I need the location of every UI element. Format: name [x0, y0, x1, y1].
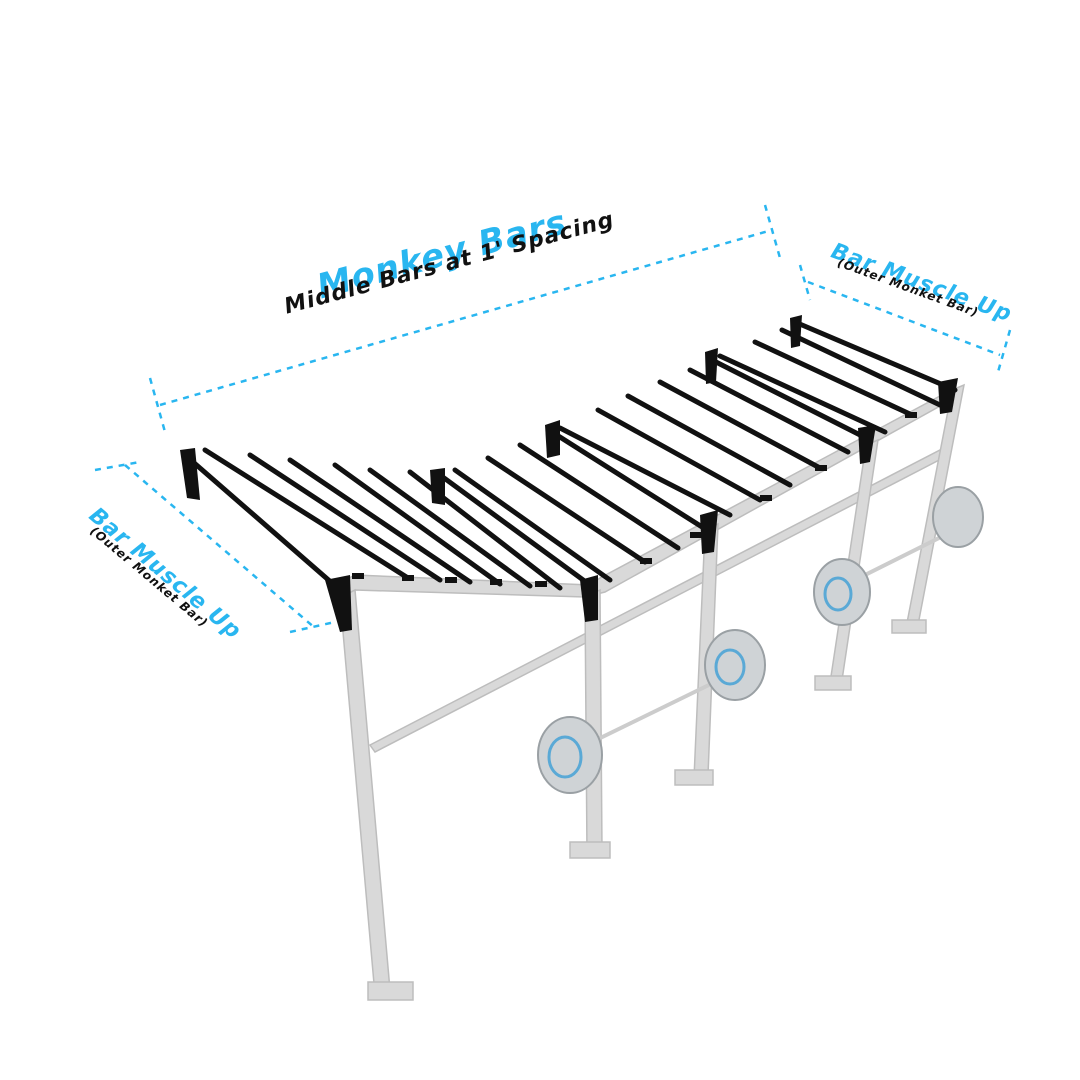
bar-rail: [752, 339, 915, 418]
rig-frame: [334, 383, 965, 1001]
bracket: [938, 378, 958, 414]
bracket: [858, 425, 876, 464]
bar-rail: [625, 393, 793, 488]
bar-rail: [549, 429, 713, 535]
weight-plate: [813, 558, 871, 626]
guide-right-muscle-up-span: [807, 280, 1001, 357]
bracket: [700, 510, 718, 554]
bracket: [545, 420, 560, 458]
bracket: [430, 468, 445, 505]
guide-left-muscle-up-right-tick: [289, 620, 336, 634]
tab: [760, 495, 772, 501]
tab: [690, 532, 702, 538]
bar-rail: [687, 367, 851, 455]
bracket: [180, 448, 200, 500]
foot-plate: [814, 675, 852, 691]
bar-rail: [779, 327, 943, 408]
tab: [352, 573, 364, 579]
tab: [640, 558, 652, 564]
bar-rail: [517, 442, 681, 551]
dimension-guides: [94, 204, 1012, 634]
bar-rail: [485, 455, 648, 565]
bar-rail: [657, 379, 823, 471]
guide-monkey-bars-right-tick: [763, 204, 782, 259]
tab: [445, 577, 457, 583]
bar-rail: [709, 357, 873, 443]
guide-left-muscle-up-left-tick: [94, 460, 141, 472]
guide-monkey-bars-left-tick: [148, 377, 167, 433]
guide-monkey-bars-span: [159, 228, 773, 407]
bar-rail: [182, 452, 343, 593]
guide-left-muscle-up-span: [124, 464, 316, 629]
bar-rail: [437, 472, 593, 588]
bar-rail: [367, 467, 533, 589]
tab: [815, 465, 827, 471]
tab: [402, 575, 414, 581]
bar-rail: [717, 353, 888, 435]
bar-rail: [557, 425, 733, 518]
bar-rail: [332, 462, 503, 587]
bar-rail: [287, 457, 473, 585]
weight-plate: [932, 486, 984, 548]
tab: [905, 412, 917, 418]
bracket: [705, 348, 718, 384]
rail-tabs: [352, 412, 917, 587]
monkey-bars: [182, 319, 958, 593]
barbells: [537, 486, 984, 794]
foot-plate: [891, 619, 927, 634]
weight-plate: [547, 735, 583, 779]
bracket: [580, 575, 598, 622]
tab: [490, 579, 502, 585]
bar-rail: [247, 452, 443, 583]
bar-rail: [595, 407, 763, 503]
foot-plate: [569, 841, 611, 859]
upright-front-left: [339, 588, 391, 997]
foot-plate: [367, 981, 414, 1001]
guide-right-muscle-up-right-tick: [996, 329, 1012, 373]
bracket: [325, 575, 352, 632]
bar-rail: [792, 319, 958, 393]
weight-plate: [704, 629, 766, 701]
weight-plate: [823, 576, 853, 612]
weight-plate: [537, 716, 603, 794]
brackets: [180, 315, 958, 632]
tab: [535, 581, 547, 587]
bracket: [790, 315, 802, 348]
weight-plate: [714, 648, 746, 686]
bar-rail: [202, 447, 411, 581]
foot-plate: [674, 769, 714, 786]
bar-rail: [452, 467, 613, 583]
